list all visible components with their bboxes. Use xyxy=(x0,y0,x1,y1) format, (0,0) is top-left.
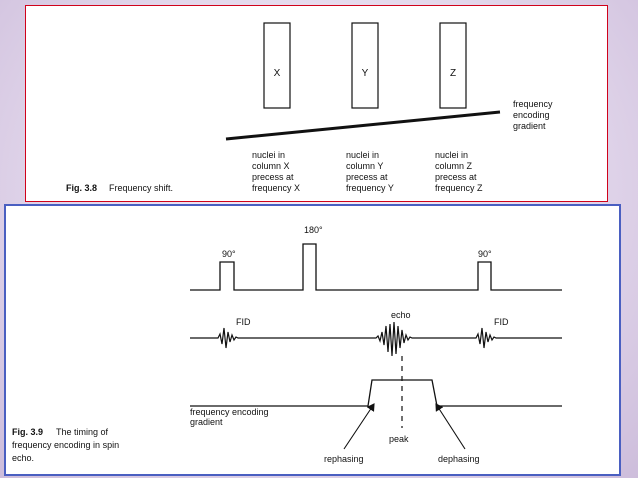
column-x-box xyxy=(263,22,291,109)
column-y-caption-3: precess at xyxy=(346,172,388,182)
figure-3-9-number: Fig. 3.9 xyxy=(12,427,43,437)
gradient-label-line-1: frequency encoding xyxy=(190,407,269,417)
column-z-caption-3: precess at xyxy=(435,172,477,182)
rephasing-arrow xyxy=(343,403,375,450)
column-x-caption-3: precess at xyxy=(252,172,294,182)
figure-3-9-caption-line-1: The timing of xyxy=(56,427,109,437)
column-z-letter: Z xyxy=(450,68,456,79)
rf-pulse-sequence-line xyxy=(190,243,562,291)
frequency-gradient-line xyxy=(225,110,501,141)
frequency-shift-diagram: X Y Z frequency encoding gradient nuclei… xyxy=(66,22,553,193)
column-x-caption-2: column X xyxy=(252,161,290,171)
column-x-caption-4: frequency X xyxy=(252,183,300,193)
column-x-letter: X xyxy=(274,68,281,79)
pulse-90-left-label: 90° xyxy=(222,249,236,259)
column-y-letter: Y xyxy=(362,68,369,79)
signal-baseline-line xyxy=(190,321,562,357)
gradient-label-line-2: encoding xyxy=(513,110,550,120)
figure-3-8-number: Fig. 3.8 xyxy=(66,183,97,193)
column-y-caption-4: frequency Y xyxy=(346,183,394,193)
pulse-180-label: 180° xyxy=(304,225,323,235)
gradient-label-line-2: gradient xyxy=(190,417,223,427)
figure-3-9-panel: 90° 180° 90° FID echo FID frequency enco… xyxy=(4,204,621,476)
figure-3-9-caption-line-2: frequency encoding in spin xyxy=(12,440,119,450)
column-y-box xyxy=(351,22,379,109)
pulse-90-right-label: 90° xyxy=(478,249,492,259)
gradient-label-line-3: gradient xyxy=(513,121,546,131)
figure-3-9-caption-line-3: echo. xyxy=(12,453,34,463)
column-z-caption-2: column Z xyxy=(435,161,473,171)
echo-label: echo xyxy=(391,310,411,320)
column-y-caption-2: column Y xyxy=(346,161,383,171)
dephasing-label: dephasing xyxy=(438,454,480,464)
frequency-encoding-gradient-line xyxy=(190,379,562,407)
fid-right-label: FID xyxy=(494,317,509,327)
figure-3-8-panel: X Y Z frequency encoding gradient nuclei… xyxy=(25,5,608,202)
column-z-caption-1: nuclei in xyxy=(435,150,468,160)
rephasing-label: rephasing xyxy=(324,454,364,464)
gradient-label-line-1: frequency xyxy=(513,99,553,109)
column-x-caption-1: nuclei in xyxy=(252,150,285,160)
fid-left-label: FID xyxy=(236,317,251,327)
column-z-caption-4: frequency Z xyxy=(435,183,483,193)
column-z-box xyxy=(439,22,467,109)
figure-3-8-title: Frequency shift. xyxy=(109,183,173,193)
spin-echo-timing-diagram: 90° 180° 90° FID echo FID frequency enco… xyxy=(12,225,562,464)
dephasing-arrow xyxy=(435,403,466,450)
peak-label: peak xyxy=(389,434,409,444)
column-y-caption-1: nuclei in xyxy=(346,150,379,160)
